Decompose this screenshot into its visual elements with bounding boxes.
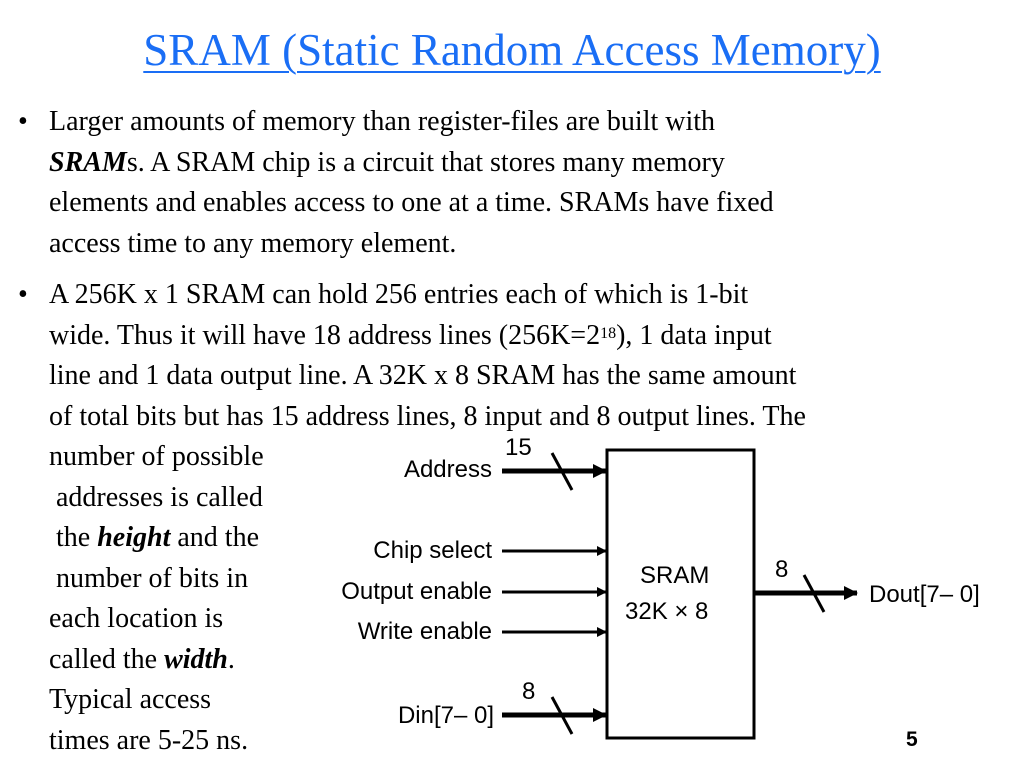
text-run: access time to any memory element. [49,227,457,259]
text-line: Larger amounts of memory than register-f… [49,102,774,143]
address-label: Address [403,456,492,483]
text-run: ), 1 data input [616,319,772,351]
text-run: . [227,643,235,675]
text-line: of total bits but has 15 address lines, … [49,397,806,438]
text-run: addresses is called [49,481,263,513]
text-line: elements and enables access to one at a … [49,183,774,224]
din-bus-width: 8 [522,678,536,705]
sram-chip-box [605,448,756,740]
din-label: Din[7– 0] [397,702,494,729]
sram-block-size: 32K × 8 [625,598,709,625]
din-bus-slash [550,696,574,735]
text-line: called the width. [49,640,806,681]
text-run: A 256K x 1 SRAM can hold 256 entries eac… [49,279,749,310]
emphasis-term: SRAM [49,146,127,178]
text-run: of total bits but has 15 address lines, … [49,400,806,432]
text-line: the height and the [49,518,806,559]
bullet-marker: • [18,279,28,310]
slide-title: SRAM (Static Random Access Memory) [143,25,881,75]
text-line: each location is [49,599,806,640]
write-enable-label: Write enable [357,618,492,645]
dout-bus-slash [802,574,826,613]
text-run: times are 5-25 ns. [49,724,249,756]
superscript: 18 [600,324,617,342]
text-run: number of possible [49,441,264,472]
text-run: line and 1 data output line. A 32K x 8 S… [49,360,797,391]
address-bus-slash [550,452,574,491]
text-line: SRAMs. A SRAM chip is a circuit that sto… [49,143,774,184]
page-number: 5 [906,728,918,751]
emphasis-term: height [97,522,171,553]
text-line: A 256K x 1 SRAM can hold 256 entries eac… [49,275,806,316]
text-run: elements and enables access to one at a … [49,187,774,218]
text-run: number of bits in [49,562,249,594]
bullet-marker: • [18,106,28,137]
text-line: access time to any memory element. [49,224,774,265]
text-line: number of bits in [49,559,806,600]
dout-label: Dout[7– 0] [869,581,980,608]
text-run: s. A SRAM chip is a circuit that stores … [126,146,725,178]
dout-bus-width: 8 [775,556,789,583]
sram-block-name: SRAM [640,562,710,589]
text-run: the [49,522,98,553]
bullet-paragraph-1: Larger amounts of memory than register-f… [49,102,774,264]
text-line: addresses is called [49,478,806,519]
output-enable-label: Output enable [341,578,492,605]
text-run: Typical access [49,684,212,715]
text-run: each location is [49,603,224,634]
text-run: and the [170,522,259,553]
text-run: Larger amounts of memory than register-f… [49,106,716,137]
text-line: wide. Thus it will have 18 address lines… [49,316,806,357]
text-line: line and 1 data output line. A 32K x 8 S… [49,356,806,397]
text-line: Typical access [49,680,806,721]
text-run: wide. Thus it will have 18 address lines… [49,319,601,351]
text-line: times are 5-25 ns. [49,721,806,762]
emphasis-term: width [164,643,228,675]
bullet-paragraph-2: A 256K x 1 SRAM can hold 256 entries eac… [49,275,806,761]
address-bus-width: 15 [505,434,532,461]
text-run: called the [49,643,165,675]
text-line: number of possible [49,437,806,478]
chip-select-label: Chip select [373,537,492,564]
